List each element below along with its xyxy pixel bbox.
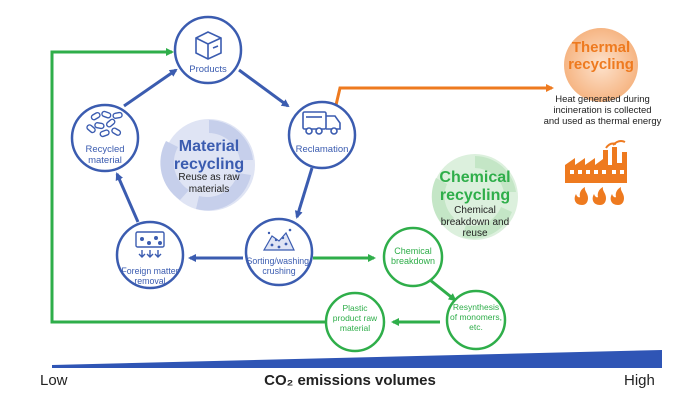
arrow-products-to-reclamation — [238, 68, 290, 108]
arrow-recycled-to-products — [123, 68, 178, 108]
material-recycling-title: Material recycling — [173, 138, 245, 173]
node-resynthesis — [445, 289, 507, 351]
chemical-recycling-description: Chemical breakdown and reuse — [440, 205, 510, 239]
node-plastic-raw — [324, 291, 386, 353]
crushing-icon — [262, 228, 295, 251]
truck-icon — [302, 111, 341, 135]
material-recycling-description: Reuse as raw materials — [178, 172, 240, 195]
arrow-foreign-to-recycled — [115, 172, 140, 223]
co2-wedge-bar — [52, 350, 662, 368]
arrow-reclamation-to-sorting — [294, 167, 314, 219]
foreign-matter-label: Foreign matter removal — [121, 266, 179, 287]
recycled-material-label: Recycled material — [85, 144, 125, 166]
material-recycling-circle — [160, 119, 255, 211]
chemical-recycling-title: Chemical recycling — [439, 169, 511, 204]
chemical-breakdown-label: Chemical breakdown — [390, 246, 436, 267]
node-sorting — [244, 217, 314, 287]
axis-title: CO₂ emissions volumes — [264, 372, 436, 389]
flame-icon — [574, 187, 624, 205]
thermal-recycling-circle — [564, 28, 638, 102]
node-chemical-breakdown — [382, 226, 444, 288]
thermal-recycling-title: Thermal recycling — [568, 39, 634, 73]
thermal-recycling-description: Heat generated during incineration is co… — [543, 94, 662, 127]
sorting-label: Sorting/washing/ crushing — [246, 256, 312, 277]
chemical-recycling-circle — [431, 154, 518, 240]
arrow-to-thermal — [330, 84, 554, 123]
reclamation-label: Reclamation — [295, 144, 349, 155]
products-label: Products — [189, 64, 227, 75]
axis-high-label: High — [624, 372, 655, 389]
axis-low-label: Low — [40, 372, 68, 389]
arrow-green-loop — [50, 48, 325, 324]
node-reclamation — [287, 100, 357, 170]
box-icon — [195, 31, 222, 60]
factory-icon — [565, 140, 627, 183]
plastic-raw-label: Plastic product raw material — [332, 303, 378, 333]
resynthesis-label: Resynthesis of monomers, etc. — [450, 302, 502, 332]
arrow-chemical-to-resynthesis — [429, 278, 457, 302]
foreign-matter-icon — [135, 231, 165, 258]
node-recycled-material — [70, 103, 140, 173]
pellets-icon — [86, 110, 123, 138]
